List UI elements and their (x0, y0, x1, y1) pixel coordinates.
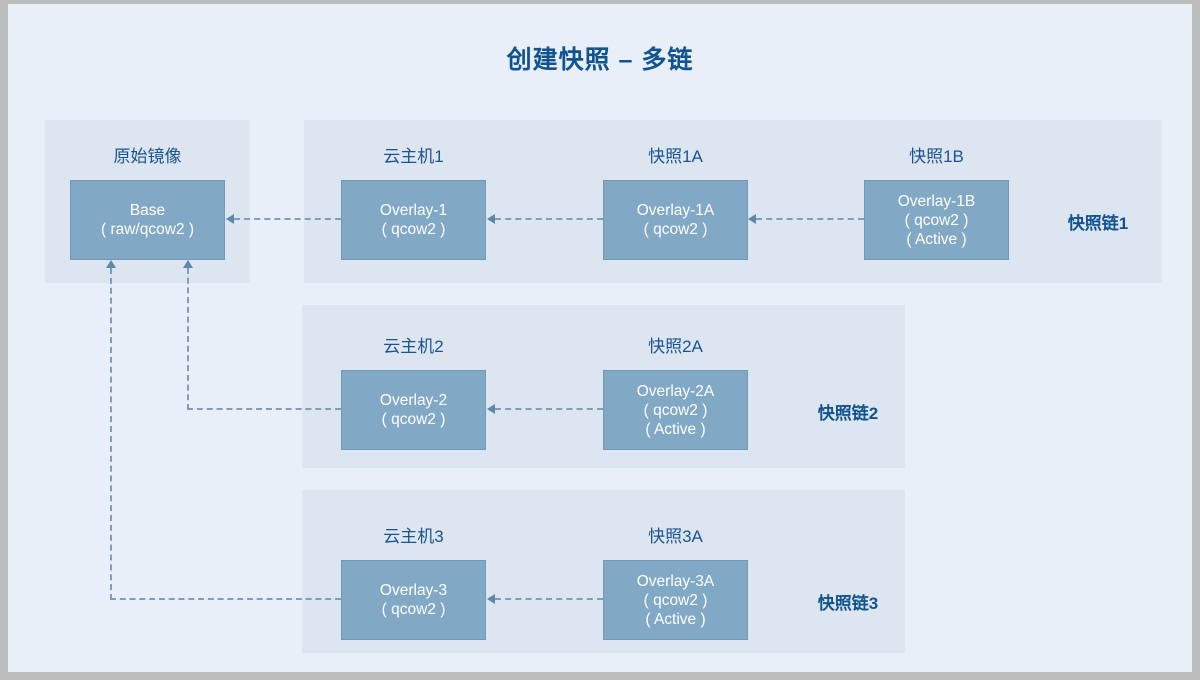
connector-overlay2-to-base-horizontal (187, 408, 341, 410)
node-overlay-3a[interactable]: Overlay-3A ( qcow2 ) ( Active ) (603, 560, 748, 640)
node-overlay-2a-line3: ( Active ) (645, 420, 706, 438)
arrowhead-overlay3-to-base (106, 260, 116, 268)
header-vm-2: 云主机2 (383, 337, 444, 356)
node-overlay-1b[interactable]: Overlay-1B ( qcow2 ) ( Active ) (864, 180, 1009, 260)
arrowhead-overlay1-to-base (226, 214, 234, 224)
node-base[interactable]: Base ( raw/qcow2 ) (70, 180, 225, 260)
header-original-image: 原始镜像 (113, 147, 182, 166)
node-base-line2: ( raw/qcow2 ) (100, 221, 195, 238)
arrowhead-overlay2-to-base (183, 260, 193, 268)
header-vm-3: 云主机3 (383, 527, 444, 546)
node-overlay-1a-line2: ( qcow2 ) (643, 221, 708, 238)
node-overlay-2a[interactable]: Overlay-2A ( qcow2 ) ( Active ) (603, 370, 748, 450)
node-overlay-3a-line1: Overlay-3A (636, 572, 715, 590)
header-snapshot-3a: 快照3A (648, 527, 703, 546)
node-overlay-3a-line2: ( qcow2 ) (643, 591, 708, 609)
node-overlay-2a-line2: ( qcow2 ) (643, 401, 708, 419)
node-overlay-1b-line3: ( Active ) (906, 230, 967, 248)
connector-overlay1b-to-overlay1a (756, 218, 864, 220)
arrowhead-overlay1b-to-overlay1a (748, 214, 756, 224)
chain-tag-3: 快照链3 (817, 594, 879, 613)
node-overlay-3a-line3: ( Active ) (645, 610, 706, 628)
header-vm-1: 云主机1 (383, 147, 444, 166)
chain-tag-2: 快照链2 (817, 404, 879, 423)
node-overlay-1a[interactable]: Overlay-1A ( qcow2 ) (603, 180, 748, 260)
arrowhead-overlay2a-to-overlay2 (487, 404, 495, 414)
page-title: 创建快照 – 多链 (506, 46, 694, 74)
header-snapshot-2a: 快照2A (648, 337, 703, 356)
connector-overlay1a-to-overlay1 (495, 218, 603, 220)
chain-tag-1: 快照链1 (1067, 214, 1129, 233)
connector-overlay3a-to-overlay3 (495, 598, 603, 600)
node-overlay-1-line1: Overlay-1 (379, 202, 448, 219)
node-overlay-3-line1: Overlay-3 (379, 582, 448, 599)
connector-overlay3-to-base-horizontal (110, 598, 341, 600)
node-overlay-1b-line2: ( qcow2 ) (904, 211, 969, 229)
node-overlay-1b-line1: Overlay-1B (897, 192, 976, 210)
connector-overlay3-to-base-vertical (110, 268, 112, 600)
node-overlay-2-line2: ( qcow2 ) (381, 411, 446, 428)
diagram-page: 创建快照 – 多链 原始镜像 Base (8, 4, 1192, 672)
connector-overlay2-to-base-vertical (187, 268, 189, 410)
header-snapshot-1b: 快照1B (909, 147, 964, 166)
node-overlay-1[interactable]: Overlay-1 ( qcow2 ) (341, 180, 486, 260)
node-overlay-2a-line1: Overlay-2A (636, 382, 715, 400)
node-overlay-2[interactable]: Overlay-2 ( qcow2 ) (341, 370, 486, 450)
node-overlay-1a-line1: Overlay-1A (636, 202, 715, 219)
header-snapshot-1a: 快照1A (648, 147, 703, 166)
arrowhead-overlay3a-to-overlay3 (487, 594, 495, 604)
connector-overlay2a-to-overlay2 (495, 408, 603, 410)
node-overlay-1-line2: ( qcow2 ) (381, 221, 446, 238)
arrowhead-overlay1a-to-overlay1 (487, 214, 495, 224)
node-overlay-3[interactable]: Overlay-3 ( qcow2 ) (341, 560, 486, 640)
connector-overlay1-to-base (234, 218, 341, 220)
node-overlay-2-line1: Overlay-2 (379, 392, 448, 409)
node-base-line1: Base (129, 202, 166, 219)
node-overlay-3-line2: ( qcow2 ) (381, 601, 446, 618)
